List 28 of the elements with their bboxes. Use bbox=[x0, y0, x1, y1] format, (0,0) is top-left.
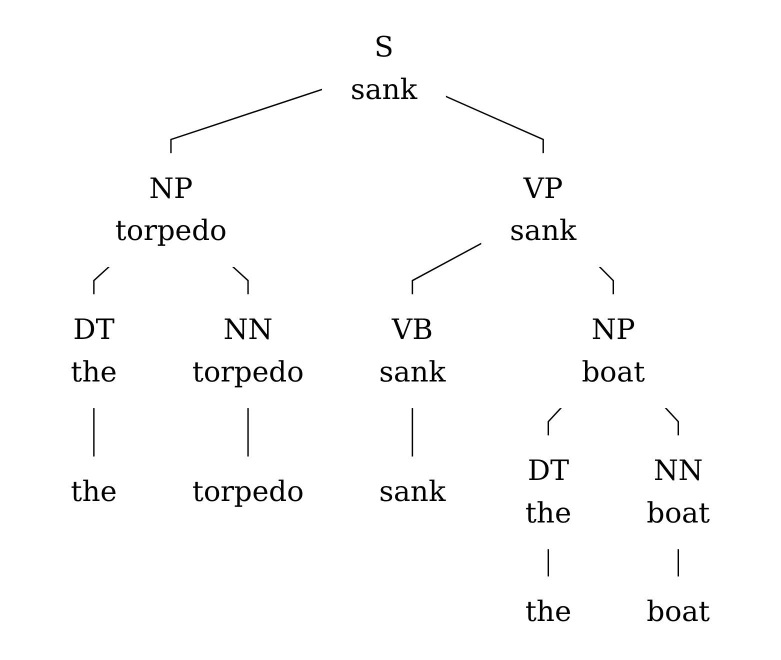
node-text: DT the bbox=[70, 314, 118, 389]
node-text: NP boat bbox=[582, 314, 646, 389]
connector bbox=[678, 548, 680, 577]
node-text: NN boat bbox=[646, 454, 710, 530]
node-text: NP torpedo bbox=[115, 172, 227, 248]
connector bbox=[548, 407, 562, 436]
connector bbox=[548, 548, 550, 577]
node-text: sank bbox=[379, 476, 446, 509]
node-text: DT the bbox=[525, 454, 572, 530]
connector bbox=[248, 408, 249, 457]
node-text: torpedo bbox=[192, 476, 304, 509]
connector bbox=[93, 266, 110, 295]
connector bbox=[598, 266, 614, 295]
parse-tree-drawing: S sank NP torpedo VP sank DT the NN torpedo VB sank NP boat the torpedo sank DT the NN boat the boat bbox=[35, 5, 746, 655]
connector bbox=[232, 266, 249, 295]
connector bbox=[664, 407, 680, 436]
node-text: VP sank bbox=[510, 172, 577, 248]
connector bbox=[412, 408, 414, 457]
node-text: the bbox=[525, 596, 572, 629]
node-text: the bbox=[70, 476, 118, 509]
node-text: S sank bbox=[350, 31, 418, 107]
connector bbox=[93, 408, 95, 457]
connector bbox=[170, 88, 323, 154]
node-text: VB sank bbox=[379, 314, 446, 389]
node-text: NN torpedo bbox=[192, 314, 304, 389]
connector bbox=[412, 242, 482, 295]
connector bbox=[445, 96, 544, 154]
node-text: boat bbox=[646, 596, 710, 629]
